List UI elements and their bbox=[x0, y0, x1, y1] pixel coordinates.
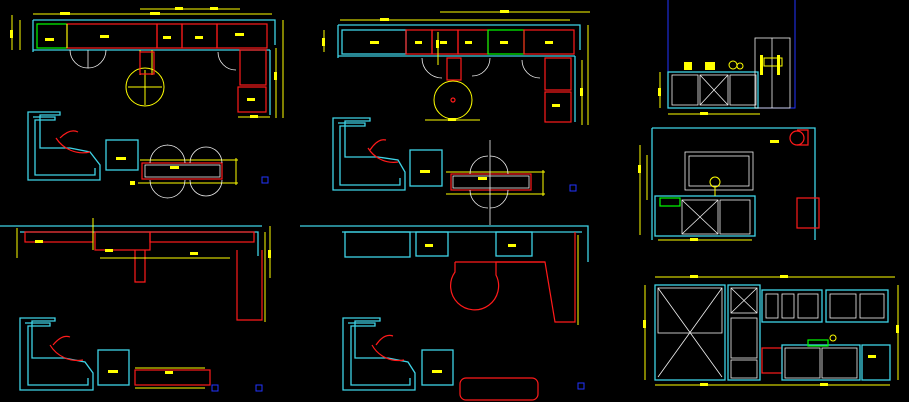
plan-8-kitchen-layout bbox=[342, 317, 585, 401]
plan-6-kitchen-layout bbox=[300, 225, 589, 325]
plan-5-kitchen-layout bbox=[0, 218, 271, 322]
elevation-2-sink-wall bbox=[638, 127, 820, 241]
elevation-3-full-run bbox=[643, 275, 899, 386]
plan-3-kitchen-layout bbox=[27, 111, 269, 199]
plan-4-kitchen-layout bbox=[332, 117, 577, 225]
elevation-1-cabinet-wall bbox=[658, 0, 796, 115]
plan-2-kitchen-layout bbox=[322, 10, 590, 125]
plan-1-kitchen-layout bbox=[10, 7, 284, 118]
plan-7-kitchen-layout bbox=[19, 317, 263, 392]
